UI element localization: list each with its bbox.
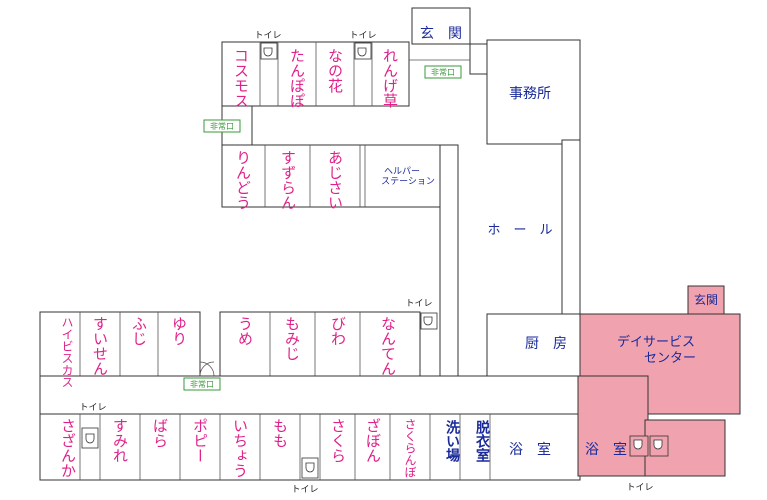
room-ichou: いちょう <box>231 418 249 478</box>
emergency-exit-middle: 非常口 <box>183 377 221 391</box>
washroom-label: 洗い場 <box>444 419 460 463</box>
toilet-label-bottom-right: トイレ <box>626 483 653 493</box>
bottom-wing <box>39 413 581 481</box>
top-wing <box>221 7 581 145</box>
room-popi: ポピー <box>191 418 209 463</box>
toilet-label-middle: トイレ <box>405 299 432 309</box>
toilet-label-top-2: トイレ <box>349 31 376 41</box>
room-momiji: もみじ <box>283 316 301 361</box>
room-momo: もも <box>271 418 289 448</box>
room-bara: ばら <box>151 418 169 448</box>
day-service-label-1: デイサービス <box>617 334 695 350</box>
room-cosmos: コスモス <box>232 48 250 108</box>
second-wing <box>221 144 458 223</box>
bath1-label: 浴 室 <box>509 441 551 458</box>
helper-station-label-2: ステーション <box>381 176 435 187</box>
room-fuji: ふじ <box>130 316 148 346</box>
room-ume: うめ <box>236 316 254 346</box>
toilet-label-top-1: トイレ <box>254 31 281 41</box>
svg-text:非常口: 非常口 <box>190 379 214 389</box>
kitchen-label: 厨 房 <box>525 336 567 352</box>
day-service-label-2: センター <box>644 351 696 366</box>
room-sazanka: さざんか <box>59 418 77 478</box>
bath2-label: 浴 室 <box>585 441 627 458</box>
room-nanten: なんてん <box>379 316 397 376</box>
room-sakura: さくら <box>329 418 347 463</box>
room-tanpopo: たんぽぽ <box>288 48 306 108</box>
day-service-area <box>577 285 741 477</box>
room-ajisai: あじさい <box>326 150 344 210</box>
middle-wing <box>39 311 438 377</box>
office-label: 事務所 <box>509 86 551 102</box>
svg-text:非常口: 非常口 <box>431 67 455 77</box>
entrance-main-label: 玄 関 <box>420 25 462 42</box>
room-suisen: すいせん <box>91 316 109 376</box>
emergency-exit-top: 非常口 <box>424 65 462 79</box>
hall-label: ホ ー ル <box>487 223 552 238</box>
helper-station-label-1: ヘルパー <box>384 166 420 177</box>
room-biwa: びわ <box>329 316 347 346</box>
room-yuri: ゆり <box>170 316 188 346</box>
room-nanohana: なの花 <box>326 48 344 94</box>
toilet-label-bottom-left: トイレ <box>79 403 106 413</box>
room-sakuranbo: さくらんぼ <box>403 418 417 478</box>
dressing-room-label: 脱衣室 <box>474 419 490 462</box>
entrance-day-label: 玄関 <box>694 292 718 307</box>
room-ringo: りんどう <box>234 150 252 210</box>
room-hibiscus: ハイビスカス <box>60 316 74 388</box>
svg-text:非常口: 非常口 <box>210 121 234 131</box>
room-renge: れんげ草 <box>381 48 399 108</box>
room-suzuran: すずらん <box>279 150 297 210</box>
emergency-exit-left: 非常口 <box>203 119 241 133</box>
room-zabon: ざぼん <box>364 417 382 463</box>
room-sumire: すみれ <box>111 418 129 463</box>
toilet-label-bottom-mid: トイレ <box>291 485 318 495</box>
